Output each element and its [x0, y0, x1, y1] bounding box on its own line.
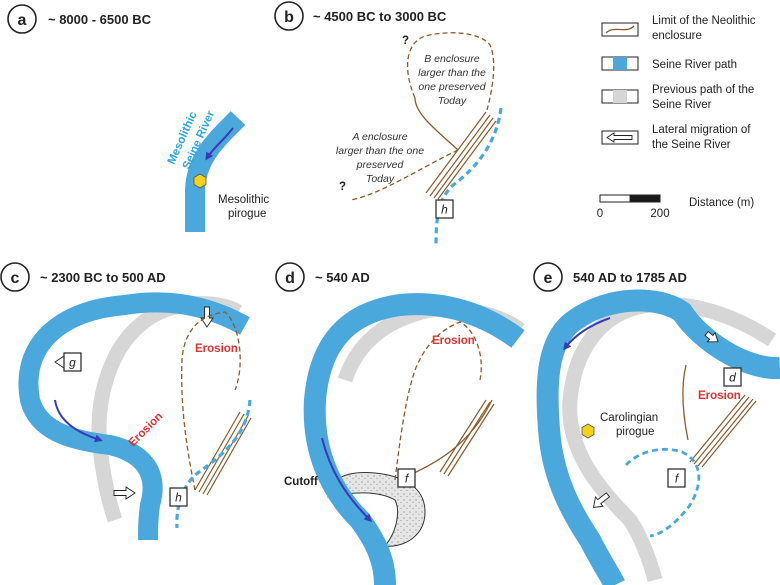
site-h-box — [169, 487, 188, 507]
erosion-label-north: Erosion — [195, 343, 238, 355]
legend-previous-fill — [613, 90, 627, 103]
site-d-box — [723, 367, 742, 387]
panel-a: a ~ 8000 - 6500 BC Mesolithic Seine Rive… — [7, 4, 269, 232]
legend-river-fill — [613, 57, 627, 70]
site-d-label: d — [729, 371, 736, 385]
uncertain-mark-north: ? — [402, 35, 409, 47]
enclosure-b-wall — [414, 97, 459, 151]
scale-bar-black — [629, 194, 661, 203]
pirogue-label-line1: Carolingian — [600, 412, 658, 424]
seine-river-path — [303, 293, 525, 585]
b-enclosure-text-2: larger than the — [418, 67, 486, 79]
panel-c-letter: c — [11, 270, 20, 287]
migration-arrow-north — [200, 306, 214, 328]
pirogue-label-line2: pirogue — [616, 426, 654, 438]
panel-d-title: ~ 540 AD — [315, 270, 370, 285]
enclosure-ditches — [439, 399, 495, 477]
site-h-box — [435, 199, 454, 219]
panel-a-badge — [7, 4, 37, 34]
uncertain-mark-west: ? — [339, 181, 346, 193]
site-g-label: g — [69, 356, 76, 370]
seine-river-path — [18, 292, 250, 541]
flow-direction-arrow — [563, 317, 611, 351]
enclosure-a-limit — [349, 149, 459, 201]
previous-river-path — [91, 296, 243, 523]
site-g-box — [63, 352, 82, 372]
a-enclosure-text-2: larger than the one — [336, 145, 424, 157]
panel-b-letter: b — [284, 9, 294, 26]
seine-river-path-dashed — [434, 107, 503, 246]
panel-d-letter: d — [285, 270, 295, 287]
panel-c-title: ~ 2300 BC to 500 AD — [40, 270, 166, 285]
panel-c-badge — [0, 262, 30, 292]
site-f-label: f — [675, 472, 680, 486]
enclosure-wall — [682, 364, 689, 441]
pirogue-label-line1: Mesolithic — [218, 194, 269, 206]
enclosure-limit — [394, 321, 482, 481]
legend-river-text: Seine River path — [652, 59, 737, 71]
panel-e-badge — [533, 262, 563, 292]
previous-river-dashed — [175, 399, 252, 529]
legend-migration-text-2: the Seine River — [652, 139, 731, 151]
site-h-label: h — [175, 491, 182, 505]
b-enclosure-text-3: one preserved — [418, 81, 486, 93]
b-enclosure-text-1: B enclosure — [424, 53, 480, 65]
pirogue-icon — [581, 423, 595, 439]
migration-arrow-east — [113, 486, 136, 500]
erosion-label-south: Erosion — [127, 410, 166, 449]
site-f-box — [397, 468, 416, 488]
legend-enclosure-line — [605, 25, 635, 34]
site-h-label: h — [441, 203, 448, 217]
cutoff-meander — [327, 471, 426, 547]
panel-b-title: ~ 4500 BC to 3000 BC — [313, 9, 447, 24]
enclosure-limit — [181, 311, 241, 491]
scale-distance-label: Distance (m) — [689, 197, 754, 209]
panel-e: e 540 AD to 1785 AD Carolingian pirogue … — [533, 262, 780, 585]
a-enclosure-text-1: A enclosure — [351, 131, 407, 143]
panel-e-letter: e — [544, 270, 553, 287]
panel-c: c ~ 2300 BC to 500 AD Erosion Erosion g … — [0, 262, 252, 541]
legend-enclosure-text-1: Limit of the Neolithic — [652, 15, 756, 27]
site-f-label: f — [405, 472, 410, 486]
panel-a-title: ~ 8000 - 6500 BC — [48, 12, 152, 27]
panel-d: d ~ 540 AD Erosion Cutoff f — [275, 262, 525, 585]
panel-a-letter: a — [18, 12, 27, 29]
site-f-box — [667, 468, 686, 488]
erosion-label: Erosion — [432, 335, 475, 347]
panel-d-badge — [275, 262, 305, 292]
scale-label-200: 200 — [650, 208, 669, 220]
flow-direction-arrow — [205, 127, 234, 161]
panel-b: b ~ 4500 BC to 3000 BC ? ? B enclosure l… — [274, 1, 503, 246]
enclosure-b-limit — [406, 32, 495, 111]
enclosure-ditches — [425, 111, 497, 200]
pirogue-label-line2: pirogue — [228, 208, 266, 220]
a-enclosure-text-4: Today — [366, 173, 395, 185]
migration-arrow-southwest — [592, 492, 611, 508]
seine-river-path — [185, 111, 246, 232]
legend-migration-text-1: Lateral migration of — [652, 124, 751, 136]
previous-river-path — [562, 296, 777, 582]
a-enclosure-text-3: preserved — [356, 159, 405, 171]
legend: Limit of the Neolithic enclosure Seine R… — [597, 15, 756, 220]
flow-direction-arrow — [54, 399, 103, 443]
panel-b-badge — [274, 1, 304, 31]
legend-previous-text-1: Previous path of the — [652, 84, 754, 96]
panel-e-title: 540 AD to 1785 AD — [573, 270, 687, 285]
b-enclosure-text-4: Today — [438, 95, 467, 107]
pirogue-icon — [193, 173, 207, 189]
enclosure-ditches — [689, 394, 757, 468]
previous-river-dashed — [624, 447, 701, 538]
seine-river-path — [536, 289, 780, 585]
migration-arrow-northeast — [704, 330, 719, 343]
scale-bar-white — [599, 194, 631, 203]
legend-enclosure-text-2: enclosure — [652, 30, 702, 42]
flow-direction-arrow — [321, 437, 373, 523]
scale-label-0: 0 — [597, 208, 603, 220]
cutoff-label: Cutoff — [284, 476, 318, 488]
erosion-label: Erosion — [698, 390, 741, 402]
migration-arrow-icon — [606, 132, 633, 143]
legend-previous-text-2: Seine River — [652, 99, 712, 111]
